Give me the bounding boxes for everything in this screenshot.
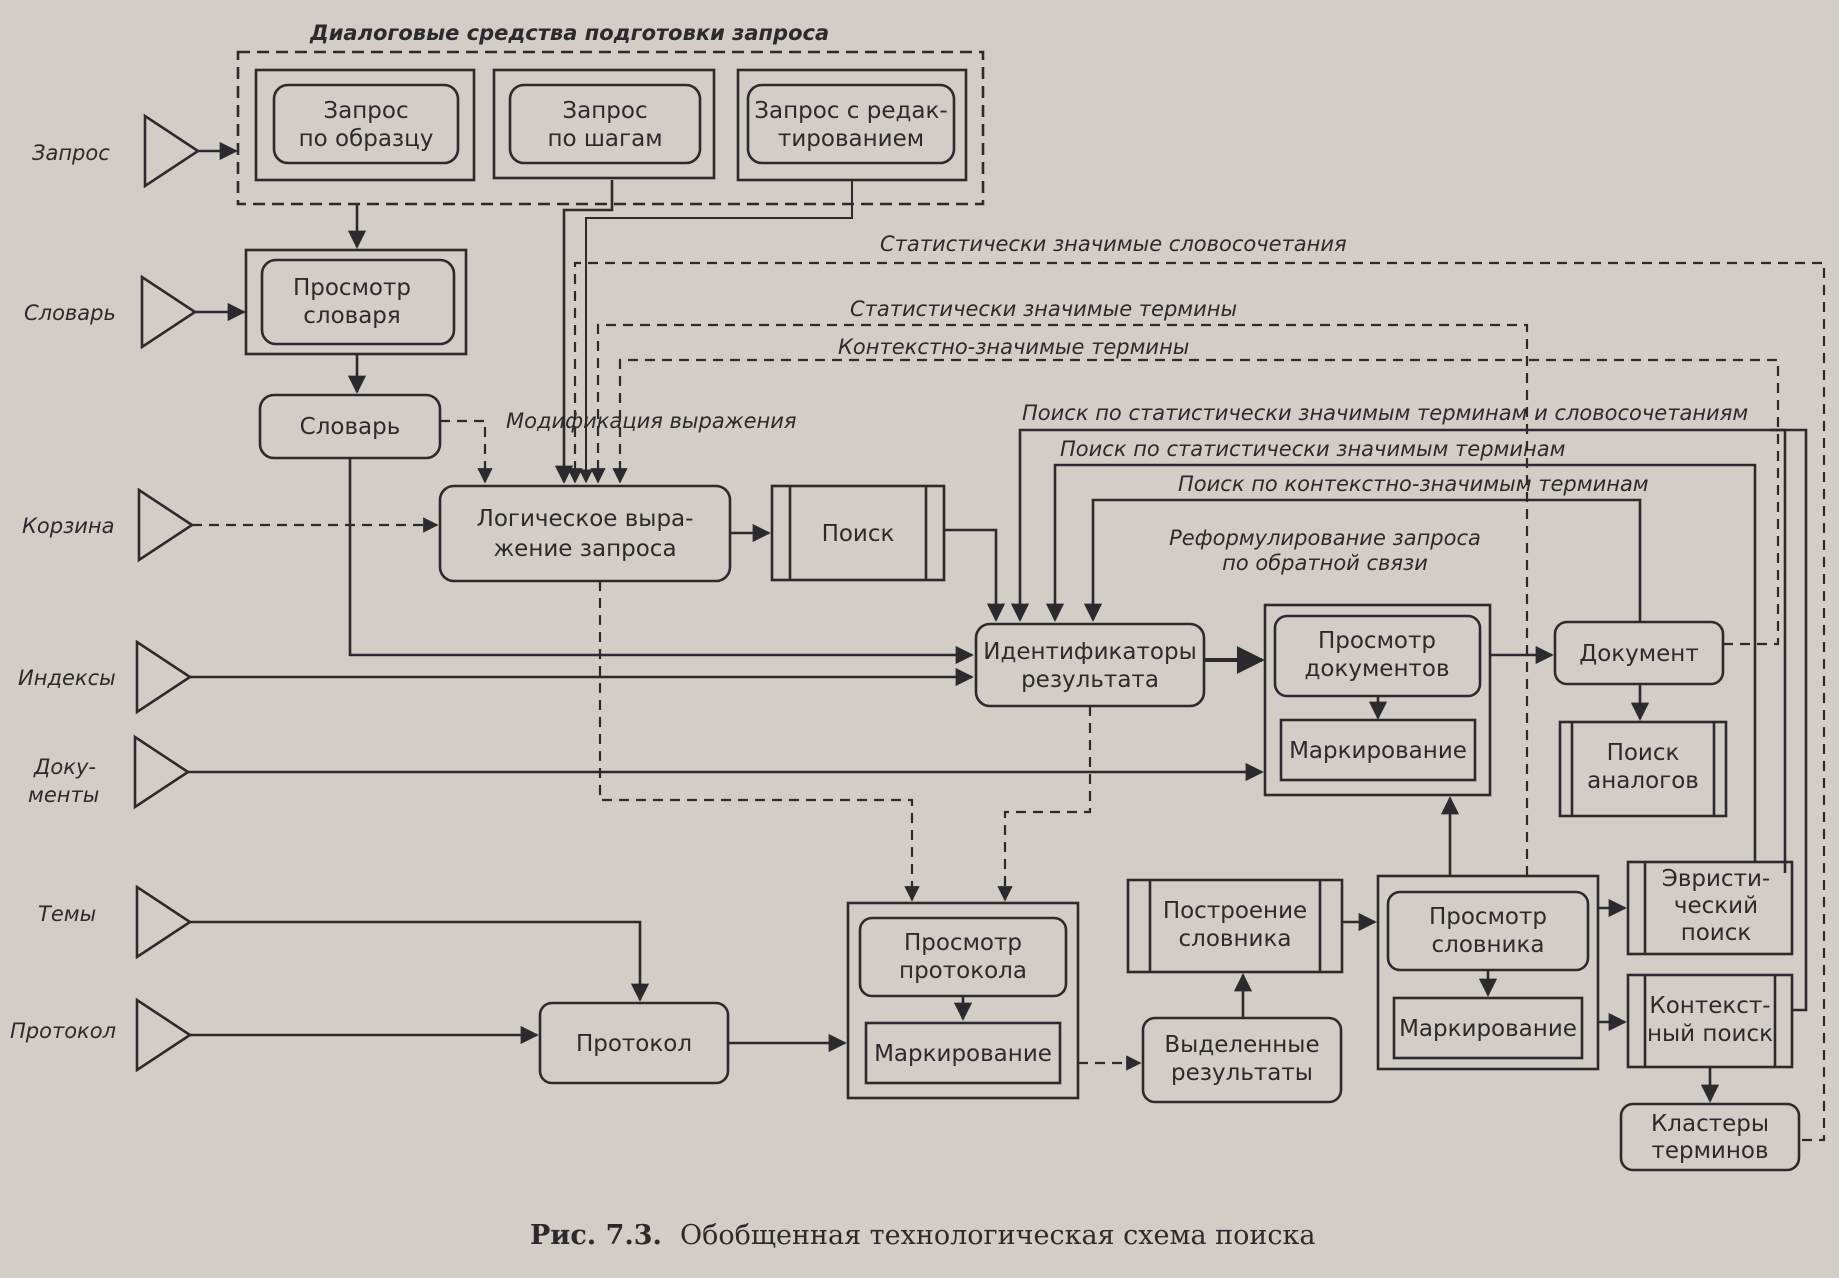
box-analogs-line1: Поиск	[1607, 740, 1680, 766]
label-modification: Модификация выражения	[506, 409, 797, 433]
input-label-dokumenty-2: менты	[28, 783, 99, 807]
input-label-indeksy: Индексы	[18, 666, 116, 690]
box-vocab-view-line2: словника	[1432, 932, 1545, 958]
input-triangles	[133, 113, 201, 1073]
input-label-slovar: Словарь	[24, 301, 116, 325]
input-label-protokol: Протокол	[10, 1019, 116, 1043]
input-triangle-zapros	[143, 113, 201, 189]
box-context-line1: Контекст-	[1649, 993, 1770, 1019]
box-dict-view-line1: Просмотр	[293, 275, 411, 301]
box-mark3: Маркирование	[1399, 1016, 1577, 1042]
label-reform-line2: по обратной связи	[1222, 551, 1428, 575]
box-q-steps-line2: по шагам	[547, 126, 662, 152]
label-search-stat: Поиск по статистически значимым терминам	[1060, 437, 1566, 461]
box-mark2: Маркирование	[874, 1041, 1052, 1067]
input-label-dokumenty-1: Доку-	[33, 755, 96, 779]
input-triangle-korzina	[137, 487, 195, 563]
box-dict-view-line2: словаря	[303, 303, 401, 329]
box-protocol: Протокол	[576, 1031, 692, 1057]
label-search-stat-both: Поиск по статистически значимым терминам…	[1022, 401, 1748, 425]
box-context-line2: ный поиск	[1647, 1021, 1773, 1047]
input-label-korzina: Корзина	[22, 514, 115, 538]
input-triangle-protokol	[135, 997, 193, 1073]
input-label-zapros: Запрос	[32, 141, 110, 165]
dialog-group-frame	[236, 50, 985, 206]
input-label-temy: Темы	[38, 902, 96, 926]
box-ids-line1: Идентификаторы	[983, 639, 1196, 665]
box-proto-view-line1: Просмотр	[904, 930, 1022, 956]
box-dict: Словарь	[300, 414, 401, 440]
group-title-text: Диалоговые средства подготовки запроса	[309, 21, 829, 45]
box-selected-line2: результаты	[1171, 1060, 1313, 1086]
box-clusters-line1: Кластеры	[1651, 1111, 1769, 1137]
box-doc-view-line2: документов	[1304, 656, 1449, 682]
box-document: Документ	[1579, 641, 1698, 667]
box-doc-view-line1: Просмотр	[1318, 628, 1436, 654]
input-triangle-dokumenty	[133, 734, 191, 810]
label-ctx-terms: Контекстно-значимые термины	[838, 335, 1189, 359]
label-stat-phrases: Статистически значимые словосочетания	[880, 232, 1347, 256]
label-reform-line1: Реформулирование запроса	[1169, 526, 1481, 550]
box-vocab-view-line1: Просмотр	[1429, 904, 1547, 930]
box-mark1: Маркирование	[1289, 738, 1467, 764]
input-triangle-slovar	[140, 274, 198, 350]
box-logic-line1: Логическое выра-	[477, 506, 694, 532]
box-vocab-build-line1: Построение	[1163, 898, 1307, 924]
box-q-edit-line2: тированием	[778, 126, 924, 152]
input-triangle-indeksy	[135, 639, 193, 715]
group-title: Диалоговые средства подготовки запроса	[309, 21, 829, 45]
box-logic-line2: жение запроса	[493, 536, 676, 562]
box-proto-view-line2: протокола	[899, 958, 1027, 984]
box-q-sample-line2: по образцу	[299, 126, 434, 152]
box-heuristic-line2: ческий	[1674, 893, 1758, 919]
input-triangle-temy	[135, 884, 193, 960]
box-clusters-line2: терминов	[1651, 1138, 1768, 1164]
box-q-sample-line1: Запрос	[323, 98, 408, 124]
box-heuristic-line3: поиск	[1681, 920, 1752, 946]
box-heuristic-line1: Эвристи-	[1662, 866, 1770, 892]
box-q-steps-line1: Запрос	[562, 98, 647, 124]
box-search: Поиск	[822, 521, 895, 547]
box-analogs-line2: аналогов	[1587, 768, 1699, 794]
box-q-edit-line1: Запрос с редак-	[754, 98, 947, 124]
box-ids-line2: результата	[1021, 667, 1159, 693]
label-stat-terms: Статистически значимые термины	[850, 297, 1237, 321]
caption-prefix: Рис. 7.3.	[530, 1220, 662, 1251]
box-vocab-build-line2: словника	[1179, 926, 1292, 952]
label-search-ctx: Поиск по контекстно-значимым терминам	[1178, 472, 1649, 496]
box-selected-line1: Выделенные	[1164, 1032, 1319, 1058]
caption-text: Обобщенная технологическая схема поиска	[680, 1220, 1316, 1251]
